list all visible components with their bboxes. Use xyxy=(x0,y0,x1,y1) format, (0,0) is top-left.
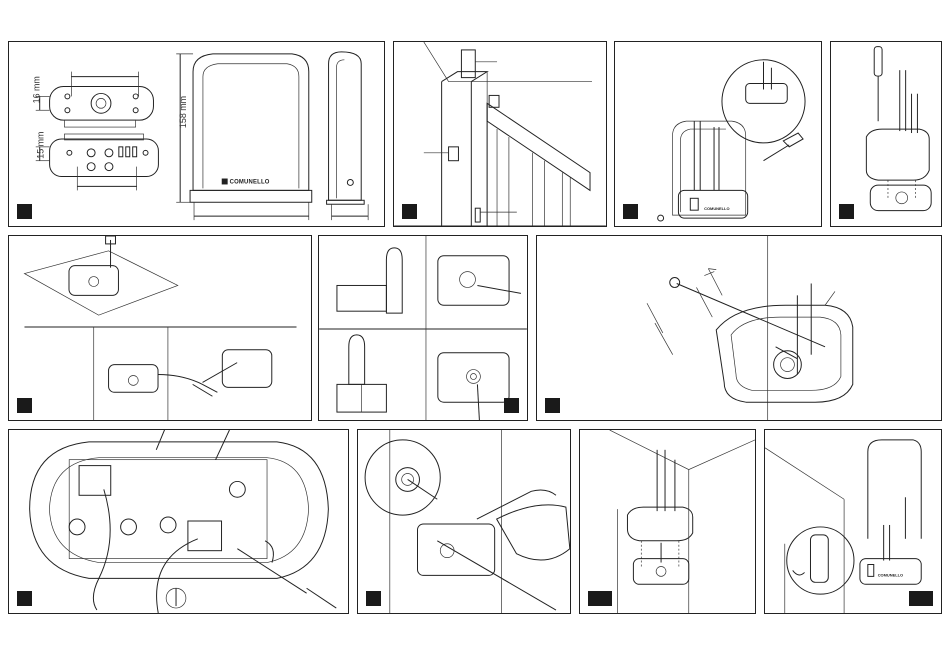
open-housing-drawing: COMUNELLO xyxy=(615,42,821,226)
step-marker xyxy=(909,591,933,606)
cable-insertion-drawing xyxy=(358,430,570,613)
panel-gate-position xyxy=(393,41,607,227)
panel-wiring-board xyxy=(8,429,349,614)
final-closure-drawing: COMUNELLO xyxy=(765,430,941,613)
step-marker xyxy=(402,204,417,219)
dimensions-drawing: 16 mm 15 mm COMUNELLO 158 mm xyxy=(9,42,384,226)
panel-final-closure: COMUNELLO xyxy=(764,429,942,614)
step-marker xyxy=(17,398,32,413)
panel-drilling-cable xyxy=(8,235,312,421)
panel-open-housing: COMUNELLO xyxy=(614,41,822,227)
base-plate-screws-drawing xyxy=(537,236,941,420)
step-marker xyxy=(623,204,638,219)
step-marker xyxy=(17,204,32,219)
panel-cable-insertion xyxy=(357,429,571,614)
gate-drawing xyxy=(394,42,606,226)
front-brand-label: COMUNELLO xyxy=(230,179,270,185)
wiring-board-drawing xyxy=(9,430,348,613)
panel-base-plate-screws xyxy=(536,235,942,421)
panel-housing-removal xyxy=(830,41,942,227)
panel-mounting-variants xyxy=(318,235,528,421)
dim-15mm: 15 mm xyxy=(36,132,46,159)
housing-removal-drawing xyxy=(831,42,941,226)
closure-brand-label: COMUNELLO xyxy=(878,572,903,577)
step-marker xyxy=(839,204,854,219)
drilling-cable-drawing xyxy=(9,236,311,420)
panel-reassembly xyxy=(579,429,756,614)
step-marker xyxy=(17,591,32,606)
step-marker xyxy=(545,398,560,413)
mounting-variants-drawing xyxy=(319,236,527,420)
step-marker xyxy=(504,398,519,413)
dim-158mm: 158 mm xyxy=(178,96,188,128)
housing-brand-label: COMUNELLO xyxy=(704,206,729,211)
step-marker xyxy=(366,591,381,606)
dim-16mm: 16 mm xyxy=(32,76,42,103)
step-marker xyxy=(588,591,612,606)
panel-dimensions: 16 mm 15 mm COMUNELLO 158 mm xyxy=(8,41,385,227)
reassembly-drawing xyxy=(580,430,755,613)
